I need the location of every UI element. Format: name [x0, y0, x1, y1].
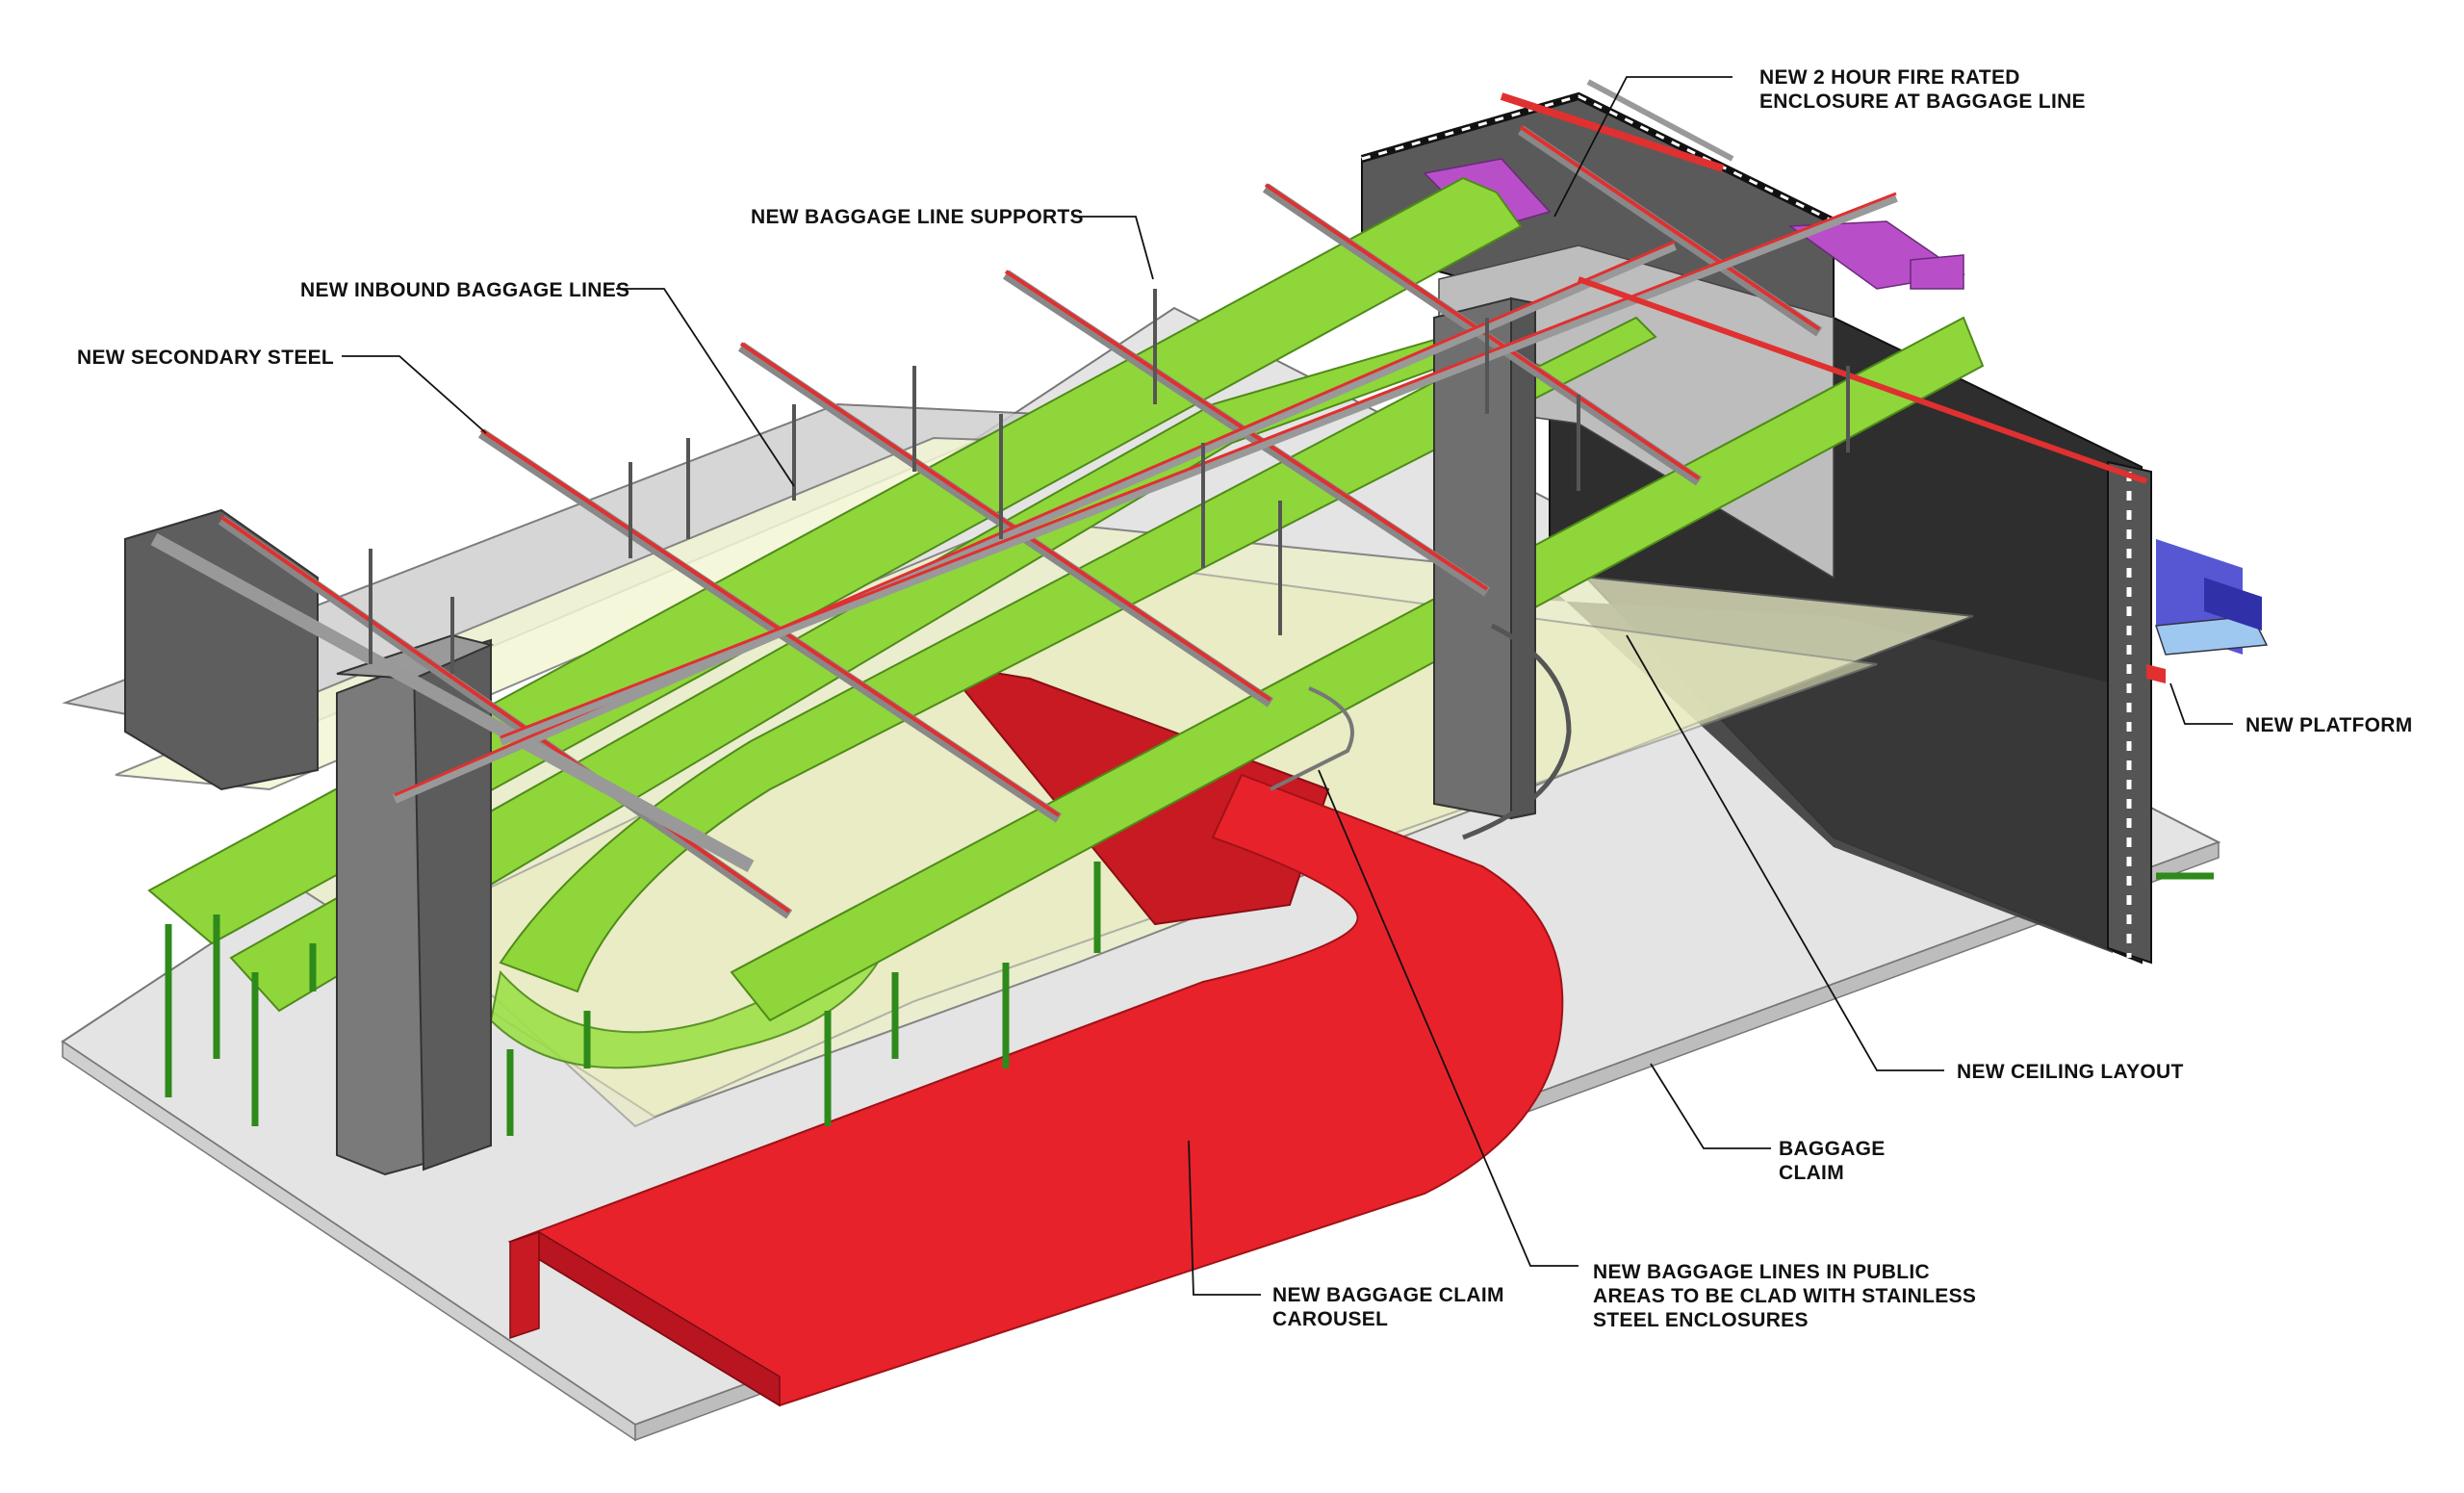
baggage-claim-line-1: BAGGAGE — [1779, 1138, 1886, 1160]
fire-enclosure-line-2: ENCLOSURE AT BAGGAGE LINE — [1759, 90, 2086, 113]
ceiling-rail — [1270, 623, 1572, 840]
line-supports-text: NEW BAGGAGE LINE SUPPORTS — [751, 206, 1084, 228]
svg-text:NEW PLATFORM: NEW PLATFORM — [2246, 714, 2413, 736]
ceiling-layout-text: NEW CEILING LAYOUT — [1957, 1061, 2184, 1083]
callout-inbound-lines: NEW INBOUND BAGGAGE LINES — [300, 279, 629, 301]
columns — [124, 296, 1536, 1176]
baggage-line-supports — [369, 289, 1850, 674]
svg-text:NEW INBOUND BAGGAGE LINES: NEW INBOUND BAGGAGE LINES — [300, 279, 629, 301]
secondary-steel-text: NEW SECONDARY STEEL — [77, 347, 334, 369]
callout-line-supports: NEW BAGGAGE LINE SUPPORTS — [751, 206, 1084, 228]
callout-platform: NEW PLATFORM — [2246, 714, 2413, 736]
leader-lines — [342, 76, 2233, 1296]
new-platform — [2146, 539, 2269, 683]
fire-enclosure-line-1: NEW 2 HOUR FIRE RATED — [1759, 66, 2020, 89]
public-lines-line-1: NEW BAGGAGE LINES IN PUBLIC — [1593, 1261, 1930, 1283]
svg-text:NEW SECONDARY STEEL: NEW SECONDARY STEEL — [77, 347, 334, 369]
baggage-line-legs — [165, 862, 2214, 1136]
callout-secondary-steel: NEW SECONDARY STEEL — [77, 347, 334, 369]
carousel-line-1: NEW BAGGAGE CLAIM — [1272, 1284, 1504, 1306]
svg-text:NEW CEILING LAYOUT: NEW CEILING LAYOUT — [1957, 1061, 2184, 1083]
platform-text: NEW PLATFORM — [2246, 714, 2413, 736]
public-lines-line-2: AREAS TO BE CLAD WITH STAINLESS — [1593, 1285, 1976, 1307]
secondary-steel — [150, 125, 2148, 919]
public-lines-line-3: STEEL ENCLOSURES — [1593, 1309, 1809, 1331]
carousel-line-2: CAROUSEL — [1272, 1308, 1388, 1330]
baggage-claim-line-2: CLAIM — [1779, 1162, 1844, 1184]
inbound-lines-text: NEW INBOUND BAGGAGE LINES — [300, 279, 629, 301]
svg-text:NEW BAGGAGE LINE SUPPORTS: NEW BAGGAGE LINE SUPPORTS — [751, 206, 1084, 228]
callout-ceiling-layout: NEW CEILING LAYOUT — [1957, 1061, 2184, 1083]
